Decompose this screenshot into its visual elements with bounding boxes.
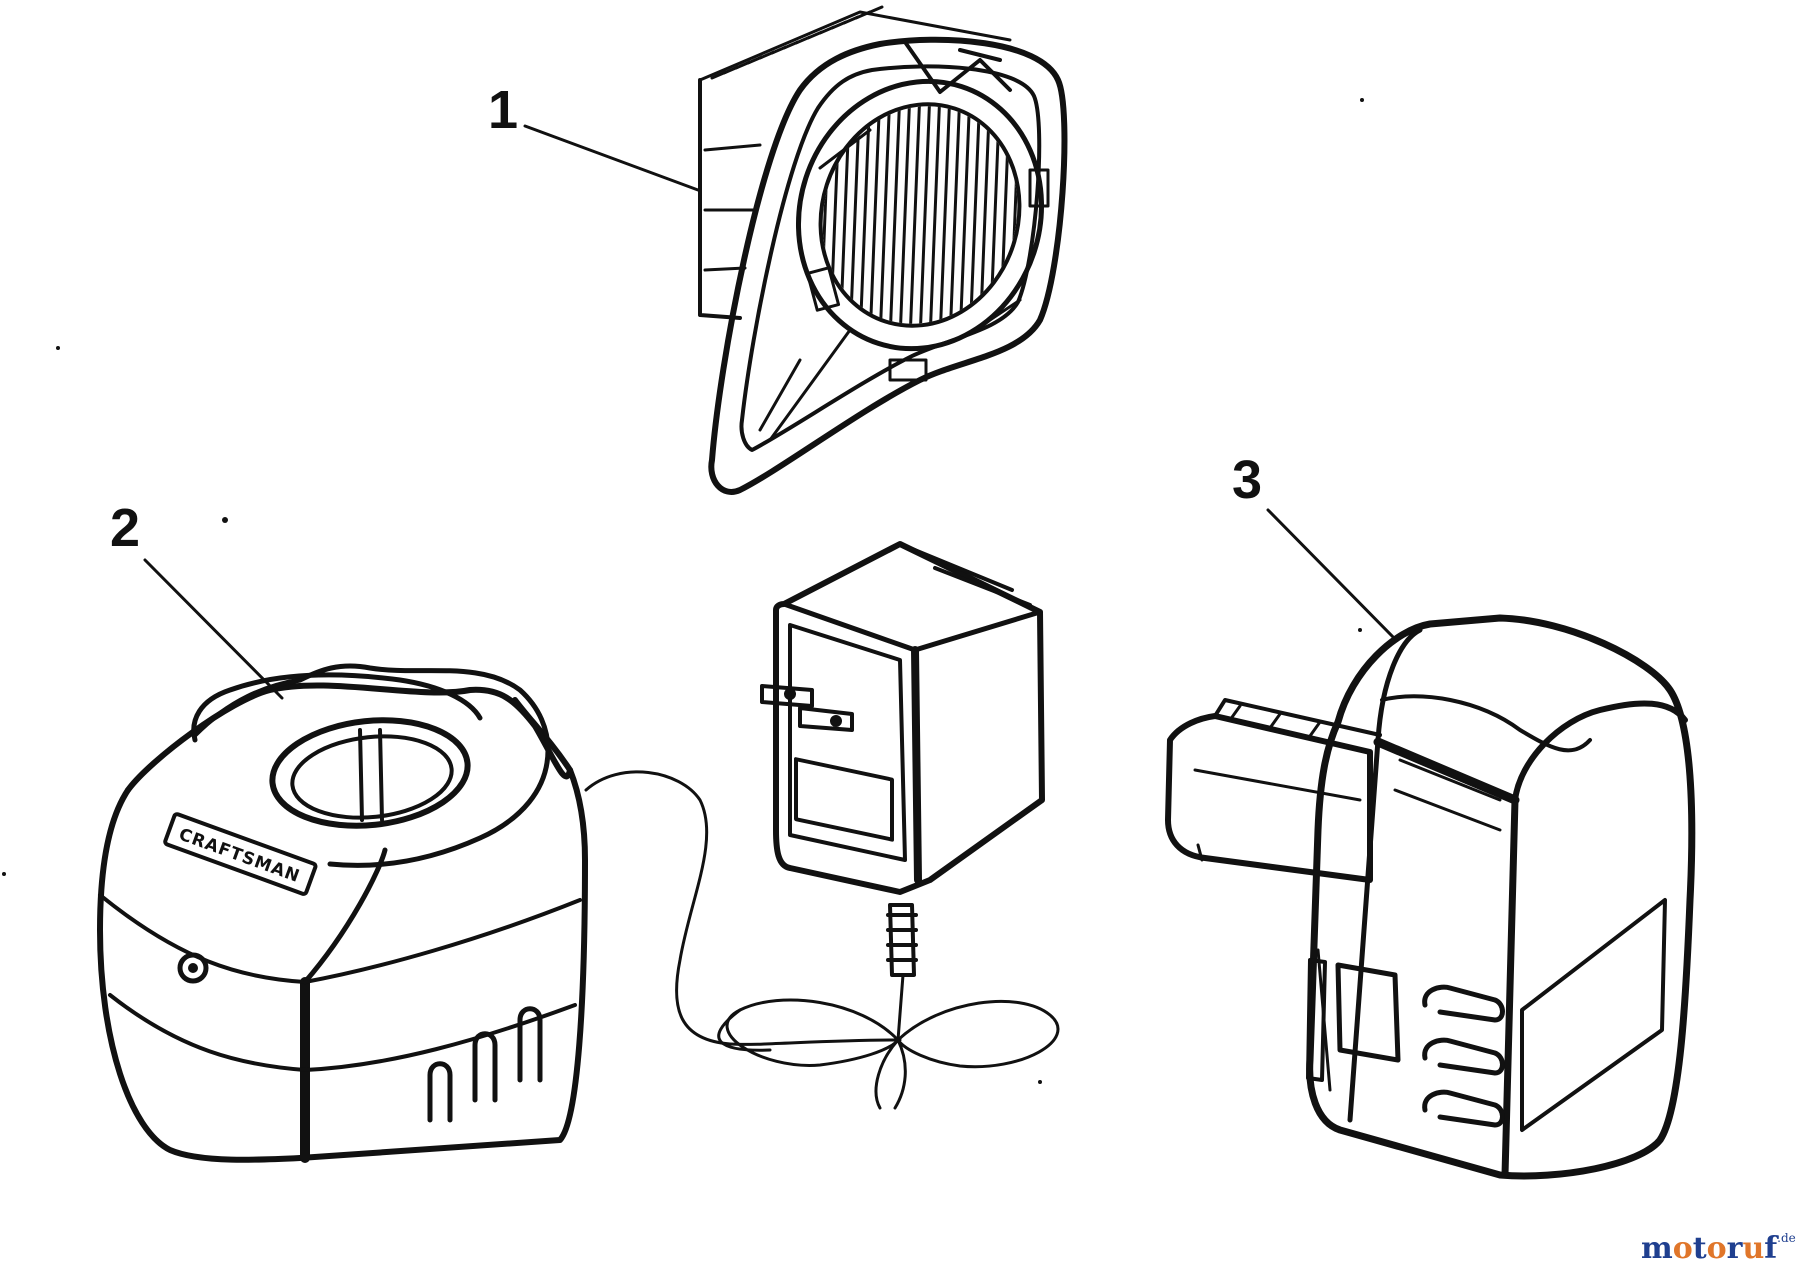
filter-grille-line (958, 88, 972, 342)
part-2-charger: CRAFTSMAN (97, 663, 902, 1163)
filter-pleat (866, 5, 884, 15)
part-1-filter (698, 5, 1068, 495)
callout-1-number: 1 (488, 80, 518, 140)
charger-battery-cup (269, 717, 471, 829)
watermark-letter: t (1693, 1231, 1707, 1266)
battery-latch-ridges (1422, 984, 1505, 1128)
charger-vents (427, 1006, 543, 1123)
adapter-plug-prongs (760, 684, 854, 732)
charger-cord (584, 770, 902, 1046)
filter-frame (708, 36, 1068, 495)
scan-specks (2, 98, 1364, 1084)
filter-grille-line (878, 88, 892, 342)
charger-status-light-icon (177, 952, 209, 984)
filter-grille-line (868, 88, 882, 342)
charger-brand-label: CRAFTSMAN (163, 812, 318, 896)
callout-1-leader (523, 124, 700, 192)
filter-grille-line (908, 88, 922, 342)
filter-grille-line (938, 88, 952, 342)
filter-grille-line (968, 88, 982, 342)
filter-grille-line (898, 88, 912, 342)
callout-2-leader (143, 558, 284, 700)
filter-grille-line (948, 88, 962, 342)
callout-2: 2 (110, 498, 284, 700)
filter-grille-line (858, 88, 872, 342)
filter-grille-line (928, 88, 942, 342)
callout-3-number: 3 (1232, 450, 1262, 510)
adapter-cord-bundle (717, 973, 1060, 1110)
filter-pleat-block (698, 5, 1012, 320)
charger-ac-adapter (717, 541, 1060, 1110)
watermark-letter: f (1764, 1231, 1779, 1266)
filter-grille-line (918, 88, 932, 342)
watermark-text: motoruf.de (1641, 1231, 1796, 1266)
callout-1: 1 (488, 80, 700, 192)
filter-grille-line (988, 88, 1002, 342)
watermark-letter: r (1727, 1231, 1744, 1266)
callout-3-leader (1266, 508, 1398, 642)
adapter-strain-relief (886, 903, 918, 977)
watermark-letter: o (1673, 1231, 1693, 1266)
watermark-logo: motoruf.de (1641, 1231, 1796, 1266)
filter-grille-line (1018, 88, 1032, 342)
part-3-battery-pack (1165, 614, 1696, 1180)
callout-2-number: 2 (110, 498, 140, 558)
watermark-letter: m (1641, 1231, 1673, 1266)
filter-grille-line (838, 88, 852, 342)
watermark-letter: o (1707, 1231, 1727, 1266)
watermark-letter: u (1742, 1231, 1764, 1266)
callout-3: 3 (1232, 450, 1398, 642)
filter-grille-line (888, 88, 902, 342)
